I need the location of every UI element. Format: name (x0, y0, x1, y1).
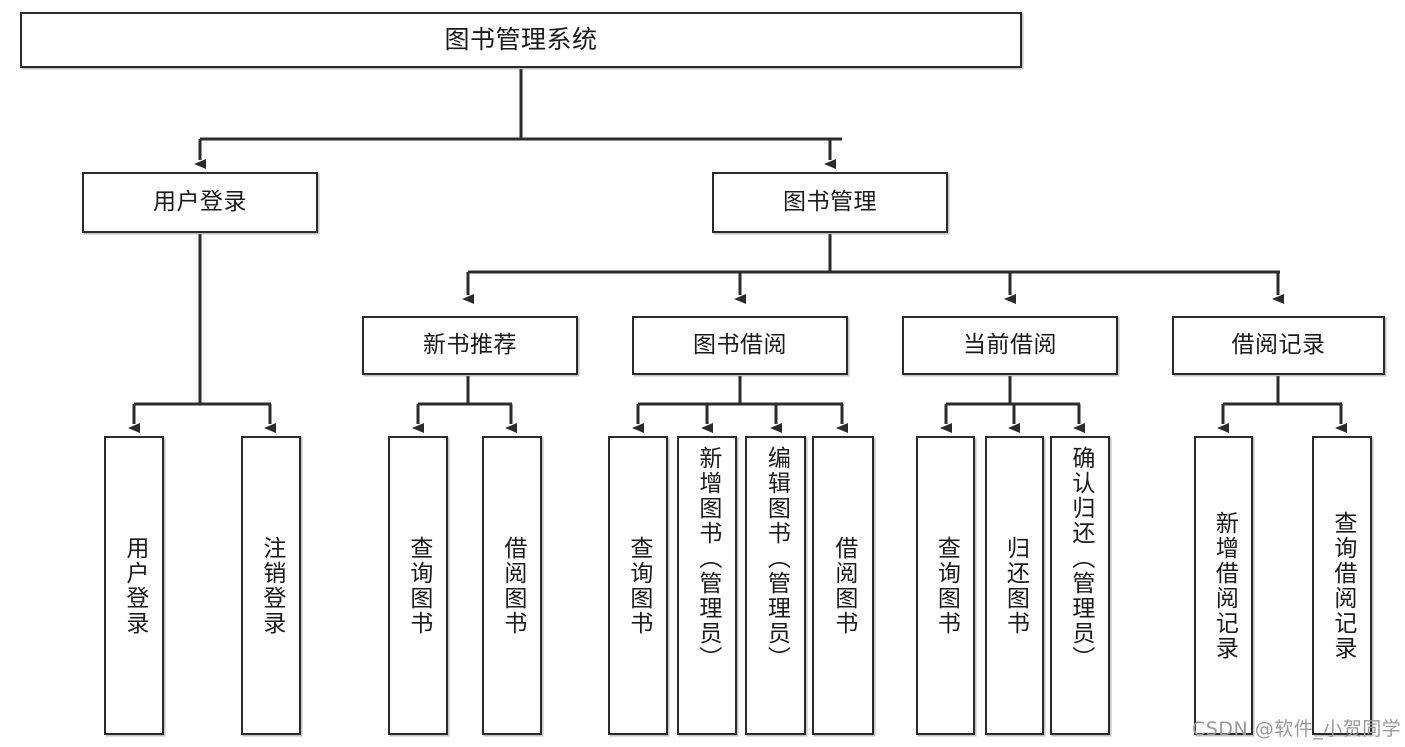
node-root-system[interactable]: 图书管理系统 (20, 12, 1022, 68)
node-leaf-logout-login[interactable]: 注销登录 (241, 436, 301, 735)
node-label: 图书借阅 (693, 331, 787, 358)
node-label: 查询图书 (933, 535, 960, 636)
node-label: 注销登录 (258, 535, 285, 636)
node-borrow-record[interactable]: 借阅记录 (1172, 316, 1385, 375)
node-book-borrow[interactable]: 图书借阅 (632, 316, 848, 375)
node-leaf-edit-book[interactable]: 编辑图书（管理员） (745, 436, 806, 735)
node-label: 新增借阅记录 (1211, 510, 1238, 661)
node-leaf-query-book-borrow[interactable]: 查询图书 (608, 436, 668, 735)
node-label: 新增图书（管理员） (694, 446, 721, 671)
node-label: 用户登录 (153, 188, 247, 215)
node-label: 借阅图书 (830, 535, 857, 636)
node-book-management[interactable]: 图书管理 (712, 172, 948, 233)
node-label: 归还图书 (1002, 535, 1029, 636)
node-user-login[interactable]: 用户登录 (82, 172, 318, 233)
node-leaf-user-login[interactable]: 用户登录 (104, 436, 164, 735)
node-current-borrow[interactable]: 当前借阅 (902, 316, 1118, 375)
node-label: 图书管理 (783, 188, 877, 215)
node-label: 查询图书 (625, 535, 652, 636)
node-leaf-add-borrow-record[interactable]: 新增借阅记录 (1194, 436, 1253, 735)
node-label: 图书管理系统 (444, 25, 598, 55)
node-leaf-add-book[interactable]: 新增图书（管理员） (677, 436, 737, 735)
node-label: 查询借阅记录 (1329, 510, 1356, 661)
node-leaf-query-book-current[interactable]: 查询图书 (916, 436, 975, 735)
node-label: 当前借阅 (963, 331, 1057, 358)
node-label: 借阅图书 (499, 535, 526, 636)
node-label: 确认归还（管理员） (1067, 446, 1094, 671)
node-label: 新书推荐 (423, 331, 517, 358)
node-label: 借阅记录 (1231, 331, 1326, 358)
node-label: 用户登录 (121, 535, 148, 636)
node-leaf-query-borrow-record[interactable]: 查询借阅记录 (1312, 436, 1372, 735)
node-leaf-return-book[interactable]: 归还图书 (985, 436, 1044, 735)
node-label: 编辑图书（管理员） (763, 446, 790, 671)
csdn-watermark: CSDN @软件_小贺同学 (1192, 718, 1402, 740)
node-leaf-borrow-book-borrow[interactable]: 借阅图书 (812, 436, 874, 735)
node-leaf-borrow-book-recommend[interactable]: 借阅图书 (482, 436, 542, 735)
node-label: 查询图书 (405, 535, 432, 636)
node-new-book-recommend[interactable]: 新书推荐 (362, 316, 578, 375)
node-leaf-confirm-return[interactable]: 确认归还（管理员） (1050, 436, 1110, 735)
node-leaf-query-book-recommend[interactable]: 查询图书 (388, 436, 448, 735)
